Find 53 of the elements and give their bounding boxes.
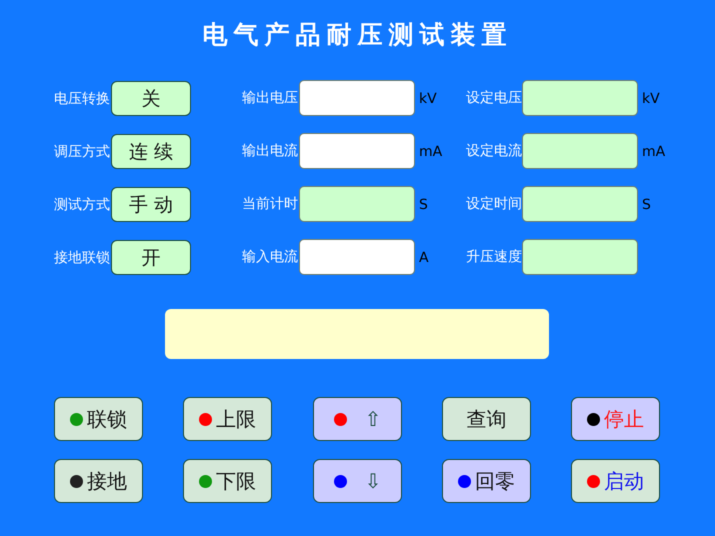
- value-field: [299, 80, 415, 116]
- field-label: 设定电压: [466, 89, 522, 108]
- field-label: 测试方式: [54, 196, 110, 215]
- field-label: 设定电流: [466, 142, 522, 161]
- toggle-button: 连 续: [111, 134, 191, 169]
- button-label: 上限: [216, 406, 256, 432]
- unit-label: S: [642, 196, 651, 215]
- unit-label: kV: [419, 90, 437, 109]
- unit-label: mA: [642, 143, 666, 162]
- field-label: 升压速度: [466, 248, 522, 267]
- field-label: 接地联锁: [54, 249, 110, 268]
- button-label: 查询: [466, 406, 506, 432]
- button-label: 接地: [87, 468, 127, 494]
- panel-title: 电气产品耐压测试装置: [202, 19, 514, 51]
- panel-button: [571, 397, 660, 441]
- field-label: 设定时间: [466, 195, 522, 214]
- panel-button: [313, 459, 402, 503]
- value-field: [522, 186, 638, 222]
- button-label: 回零: [475, 468, 515, 494]
- unit-label: S: [419, 196, 428, 215]
- panel-button: [183, 459, 272, 503]
- value-field: [299, 133, 415, 169]
- toggle-button: 开: [111, 240, 191, 275]
- button-label: ⇩: [364, 469, 382, 493]
- panel-button: [54, 459, 143, 503]
- button-label: ⇧: [364, 407, 382, 431]
- panel-button: [442, 459, 531, 503]
- button-label: 启动: [604, 468, 644, 494]
- panel-button: [183, 397, 272, 441]
- field-label: 当前计时: [242, 195, 298, 214]
- value-field: [522, 80, 638, 116]
- panel-button: [54, 397, 143, 441]
- unit-label: A: [419, 249, 429, 268]
- field-label: 输出电流: [242, 142, 298, 161]
- panel-button: [313, 397, 402, 441]
- message-display: [165, 309, 549, 359]
- toggle-button: 关: [111, 81, 191, 116]
- toggle-button: 手 动: [111, 187, 191, 222]
- field-label: 输出电压: [242, 89, 298, 108]
- unit-label: mA: [419, 143, 442, 162]
- value-field: [299, 239, 415, 275]
- button-label: 停止: [604, 406, 644, 432]
- panel-button: [571, 459, 660, 503]
- value-field: [522, 239, 638, 275]
- panel-button: [442, 397, 531, 441]
- value-field: [522, 133, 638, 169]
- button-label: 下限: [216, 468, 256, 494]
- value-field: [299, 186, 415, 222]
- field-label: 电压转换: [54, 90, 110, 109]
- button-label: 联锁: [87, 406, 127, 432]
- unit-label: kV: [642, 90, 660, 109]
- field-label: 输入电流: [242, 248, 298, 267]
- field-label: 调压方式: [54, 143, 110, 162]
